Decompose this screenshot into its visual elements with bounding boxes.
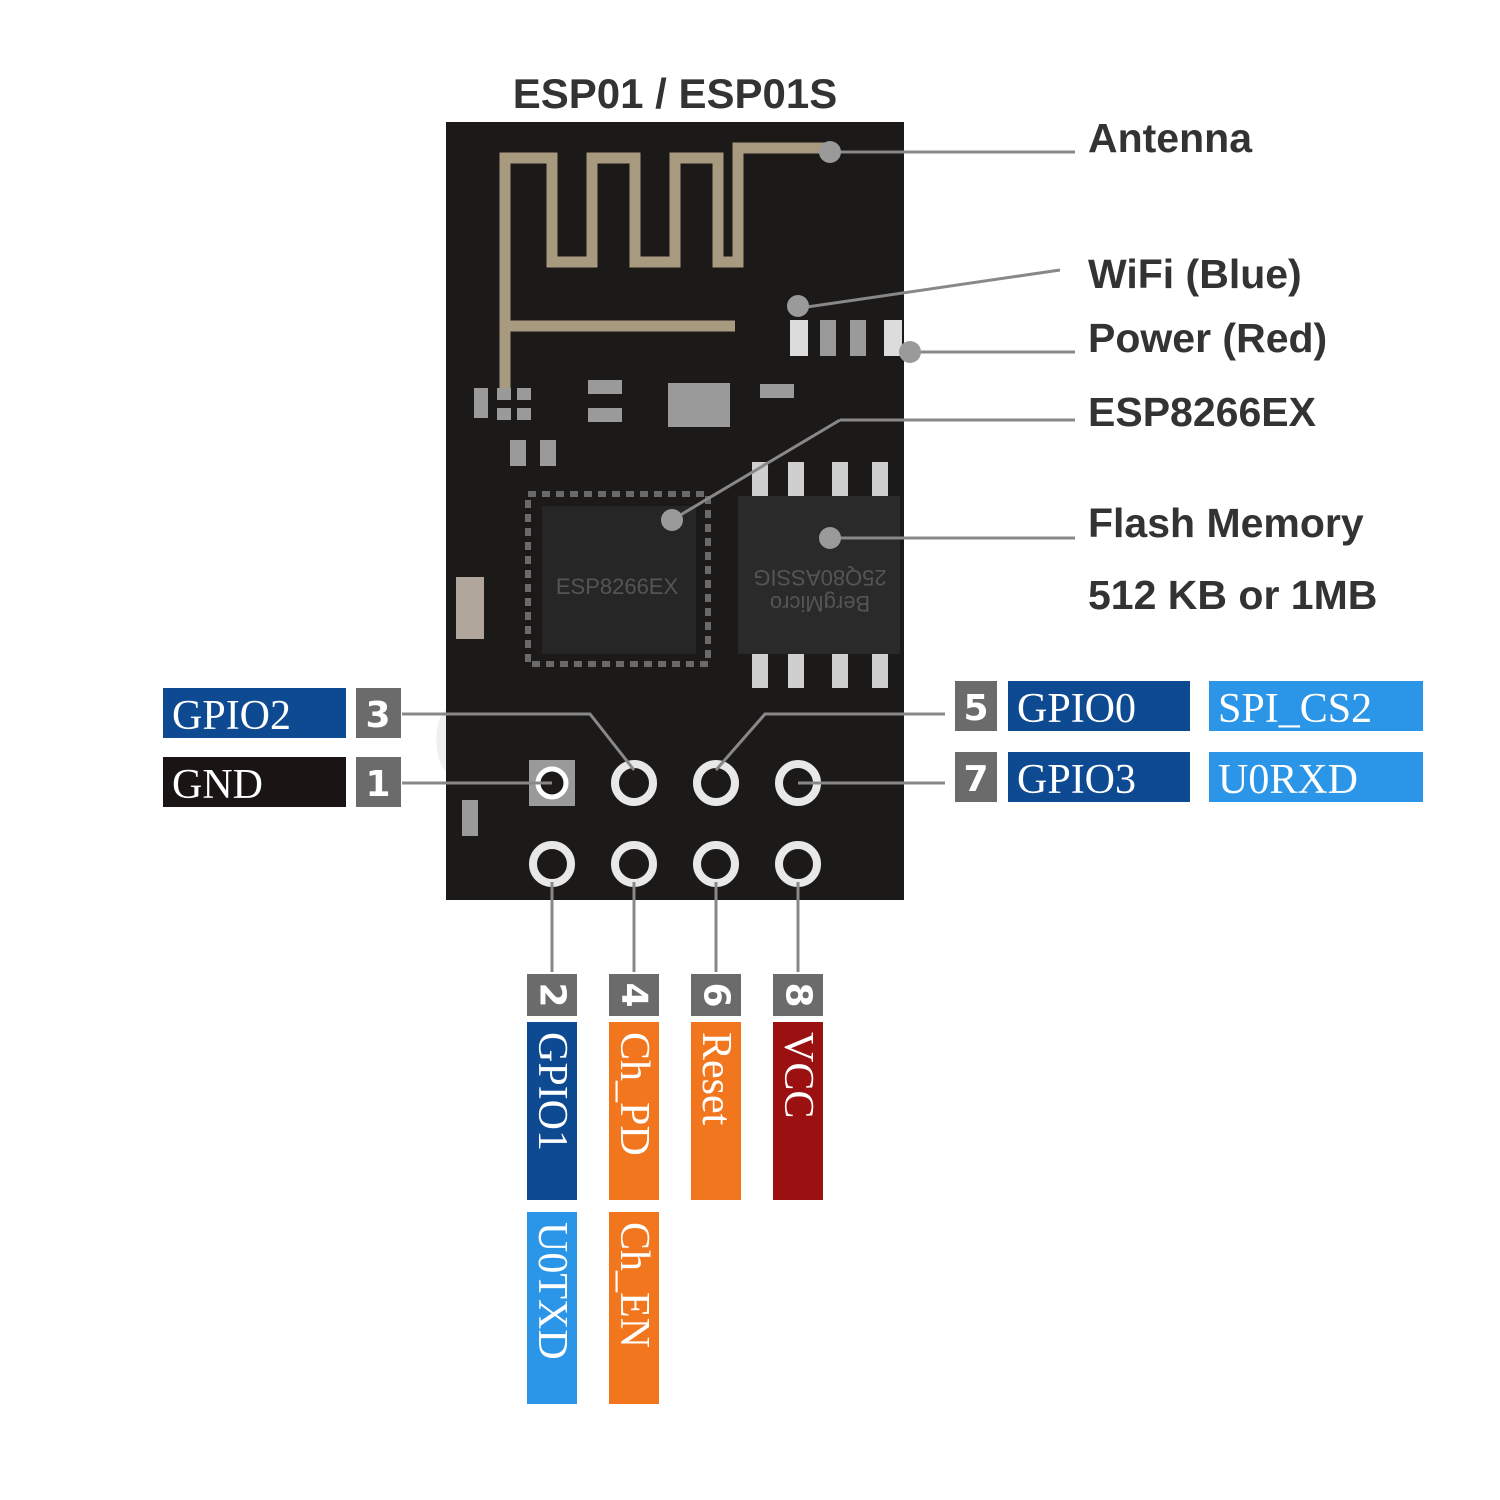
pin4-label-group: 4 Ch_PD Ch_EN bbox=[609, 974, 659, 1404]
pin5-spi-cs2-tag bbox=[1209, 681, 1423, 731]
pin8-label-group: 8 VCC bbox=[773, 974, 823, 1200]
pin-hole bbox=[611, 841, 657, 887]
pin-hole bbox=[693, 841, 739, 887]
pin4-ch-pd: Ch_PD bbox=[611, 1032, 657, 1156]
callout-power-led: Power (Red) bbox=[1088, 315, 1327, 361]
pin5-gpio0-tag bbox=[1008, 681, 1190, 731]
pin6-reset: Reset bbox=[693, 1032, 739, 1126]
pin-hole bbox=[775, 841, 821, 887]
pin7-u0rxd: U0RXD bbox=[1218, 757, 1358, 803]
pin3-number-tag bbox=[356, 688, 401, 738]
callout-wifi-led: WiFi (Blue) bbox=[1088, 251, 1302, 297]
pin5-gpio0: GPIO0 bbox=[1017, 686, 1136, 732]
pin8-number: 8 bbox=[778, 982, 819, 1007]
pin4-number-tag bbox=[609, 974, 659, 1016]
pin1-gnd: GND bbox=[172, 762, 263, 808]
callout-flash-line2: 512 KB or 1MB bbox=[1088, 572, 1377, 618]
pin7-gpio3: GPIO3 bbox=[1017, 757, 1136, 803]
pin2-number: 2 bbox=[532, 982, 573, 1007]
diagram-title: ESP01 / ESP01S bbox=[513, 70, 838, 117]
pin7-number-tag bbox=[955, 752, 997, 802]
pin8-vcc: VCC bbox=[775, 1032, 821, 1118]
flash-marking-line1: BergMicro bbox=[770, 591, 870, 616]
pin1-number-tag bbox=[356, 757, 401, 807]
pin4-ch-en-tag bbox=[609, 1212, 659, 1404]
pin3-number: 3 bbox=[365, 695, 390, 736]
pin5-label-group: 5 GPIO0 SPI_CS2 bbox=[955, 681, 1423, 732]
pin7-label-group: 7 GPIO3 U0RXD bbox=[955, 752, 1423, 803]
pin8-number-tag bbox=[773, 974, 823, 1016]
pin-hole bbox=[529, 841, 575, 887]
pin7-number: 7 bbox=[963, 759, 988, 800]
pin2-number-tag bbox=[527, 974, 577, 1016]
pin-leader-lines bbox=[402, 712, 945, 972]
component-callouts bbox=[671, 150, 1075, 540]
pin-hole bbox=[693, 760, 739, 806]
pin2-u0txd: U0TXD bbox=[529, 1222, 575, 1360]
pin-hole bbox=[611, 760, 657, 806]
callout-esp8266: ESP8266EX bbox=[1088, 389, 1316, 435]
pin4-number: 4 bbox=[614, 982, 655, 1007]
pin2-u0txd-tag bbox=[527, 1212, 577, 1404]
pin3-gpio2-tag bbox=[163, 688, 346, 738]
pin6-number: 6 bbox=[696, 982, 737, 1007]
pin1-number: 1 bbox=[365, 764, 390, 805]
pin7-gpio3-tag bbox=[1008, 752, 1190, 802]
pin1-gnd-tag bbox=[163, 757, 346, 807]
pin2-gpio1-tag bbox=[527, 1022, 577, 1200]
pin4-ch-en: Ch_EN bbox=[611, 1222, 657, 1348]
callout-antenna: Antenna bbox=[1088, 115, 1253, 161]
pin4-ch-pd-tag bbox=[609, 1022, 659, 1200]
pin1-label-group: GND 1 bbox=[163, 757, 401, 808]
flash-chip: BergMicro 25Q80ASSIG bbox=[738, 462, 900, 688]
pin5-number: 5 bbox=[963, 688, 988, 729]
flash-marking-line2: 25Q80ASSIG bbox=[753, 565, 886, 590]
callout-dots bbox=[661, 141, 921, 549]
pin5-number-tag bbox=[955, 681, 997, 731]
pin3-gpio2: GPIO2 bbox=[172, 693, 291, 739]
callout-flash-line1: Flash Memory bbox=[1088, 500, 1364, 546]
pin3-label-group: GPIO2 3 bbox=[163, 688, 401, 739]
smd-components bbox=[456, 320, 902, 836]
chip-marking: ESP8266EX bbox=[556, 574, 679, 599]
antenna-trace bbox=[499, 142, 830, 390]
pin5-spi-cs2: SPI_CS2 bbox=[1218, 686, 1372, 732]
pin6-label-group: 6 Reset bbox=[691, 974, 741, 1200]
pin2-gpio1: GPIO1 bbox=[529, 1032, 575, 1151]
pin2-label-group: 2 GPIO1 U0TXD bbox=[527, 974, 577, 1404]
pin8-vcc-tag bbox=[773, 1022, 823, 1200]
pin6-reset-tag bbox=[691, 1022, 741, 1200]
pin7-u0rxd-tag bbox=[1209, 752, 1423, 802]
pin6-number-tag bbox=[691, 974, 741, 1016]
